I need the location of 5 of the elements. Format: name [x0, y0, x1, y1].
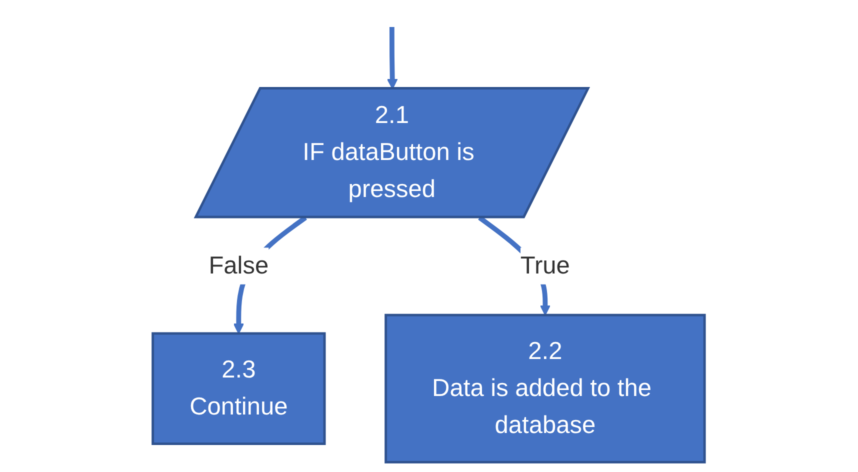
edge-label: True	[520, 252, 570, 280]
node-box: 2.3 Continue	[152, 332, 326, 446]
node-box: 2.2 Data is added to the database	[384, 314, 706, 464]
arrow	[387, 26, 398, 90]
edge-label: False	[209, 252, 269, 280]
